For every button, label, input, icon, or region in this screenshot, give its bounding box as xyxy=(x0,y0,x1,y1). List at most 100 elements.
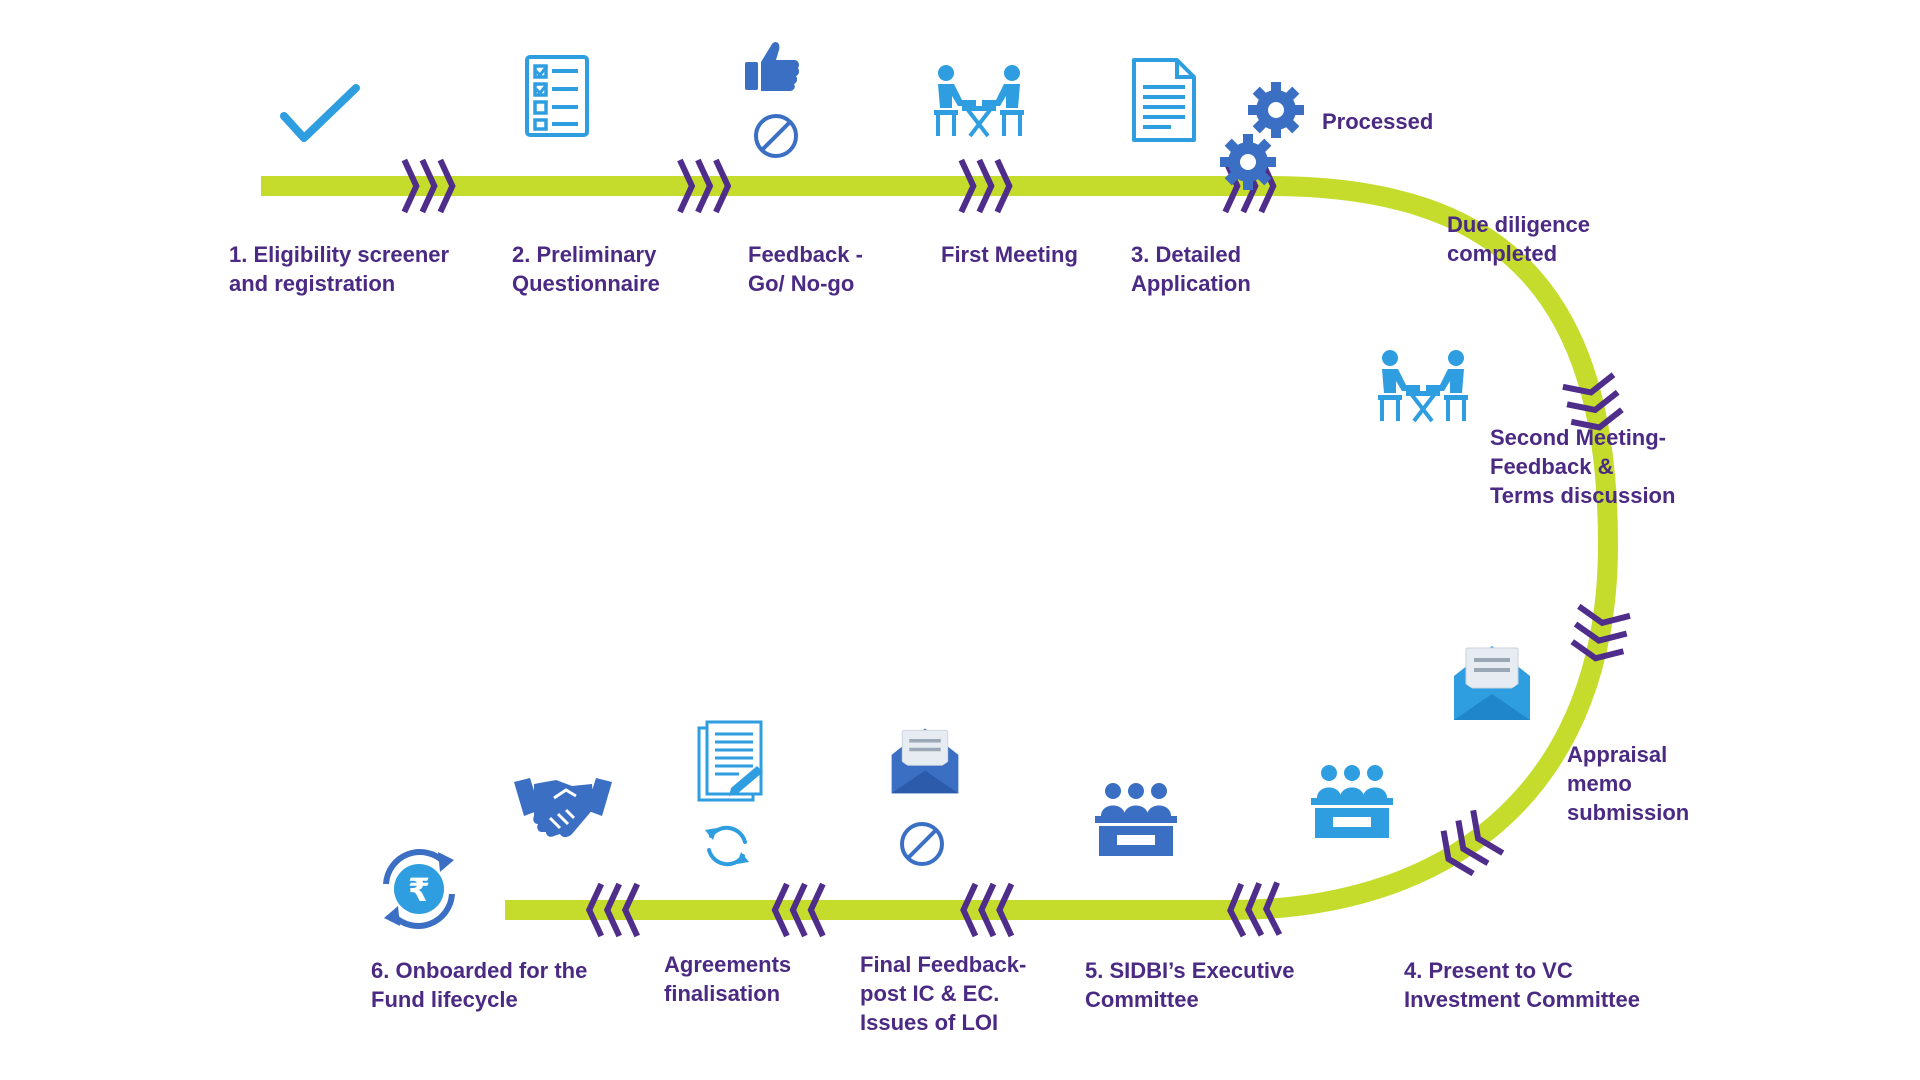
no-go-icon-final xyxy=(900,822,944,866)
label-line: 5. SIDBI’s Executive xyxy=(1085,958,1295,983)
label-line: completed xyxy=(1447,241,1558,266)
label-line: Issues of LOI xyxy=(860,1010,999,1035)
step-label-appraisal: Appraisal memo submission xyxy=(1567,740,1689,827)
open-mail-icon-final xyxy=(891,728,959,794)
label-line: Terms discussion xyxy=(1490,483,1676,508)
thumbs-up-icon xyxy=(745,42,800,91)
chevron-stroke xyxy=(958,158,977,214)
chevron-stroke xyxy=(996,882,1015,938)
label-line: Investment Committee xyxy=(1404,987,1640,1012)
chevron-stroke xyxy=(621,882,640,938)
step-label-final-feedback: Final Feedback- post IC & EC. Issues of … xyxy=(860,950,1026,1037)
label-line: Questionnaire xyxy=(512,271,660,296)
chevron-stroke xyxy=(1470,809,1505,856)
step-label-eligibility: 1. Eligibility screener and registration xyxy=(229,240,449,298)
refresh-icon xyxy=(705,825,749,867)
meeting-icon-second xyxy=(1378,350,1468,423)
chevron-stroke xyxy=(1570,407,1624,431)
label-line: 2. Preliminary xyxy=(512,242,657,267)
step-label-second-meeting: Second Meeting- Feedback & Terms discuss… xyxy=(1490,423,1675,510)
chevron-stroke xyxy=(1573,621,1628,644)
chevron-stroke xyxy=(677,158,696,214)
step-label-first-meeting: First Meeting xyxy=(941,240,1078,269)
committee-icon-ec xyxy=(1095,783,1177,856)
chevron-marker xyxy=(958,158,1013,214)
committee-icon xyxy=(1311,765,1393,838)
chevron-stroke xyxy=(713,158,732,214)
step-label-onboarded: 6. Onboarded for the Fund lifecycle xyxy=(371,956,587,1014)
meeting-icon xyxy=(934,65,1024,138)
chevron-stroke xyxy=(603,882,622,938)
gears-icon xyxy=(1220,82,1304,190)
chevron-stroke xyxy=(978,882,997,938)
step-label-preliminary: 2. Preliminary Questionnaire xyxy=(512,240,660,298)
label-line: Processed xyxy=(1322,109,1434,134)
no-go-icon xyxy=(754,114,798,158)
chevron-stroke xyxy=(1262,881,1283,936)
label-line: Appraisal xyxy=(1567,742,1668,767)
chevron-stroke xyxy=(437,158,456,214)
chevron-stroke xyxy=(1245,882,1265,937)
chevron-stroke xyxy=(1566,389,1620,414)
checkmark-icon xyxy=(280,84,360,142)
chevron-marker xyxy=(771,882,826,938)
chevron-stroke xyxy=(695,158,714,214)
label-line: Agreements xyxy=(664,952,792,977)
label-line: 6. Onboarded for the xyxy=(371,958,588,983)
label-line: memo xyxy=(1567,771,1632,796)
chevron-marker xyxy=(401,158,456,214)
checklist-icon xyxy=(525,55,589,137)
agreement-doc-icon xyxy=(697,720,763,802)
track-line xyxy=(261,176,1619,920)
label-line: Feedback & xyxy=(1490,454,1614,479)
chevron-marker xyxy=(1440,809,1505,877)
chevron-stroke xyxy=(994,158,1013,214)
step-label-processed: Processed xyxy=(1322,107,1433,136)
chevron-stroke xyxy=(1227,882,1247,938)
chevron-stroke xyxy=(419,158,438,214)
rupee-cycle-icon: ₹ xyxy=(383,849,455,929)
step-label-present-vc: 4. Present to VC Investment Committee xyxy=(1404,956,1640,1014)
open-mail-icon xyxy=(1454,646,1530,720)
label-line: Due diligence xyxy=(1447,212,1591,237)
chevron-marker xyxy=(1562,372,1624,431)
chevron-stroke xyxy=(771,882,790,938)
chevron-stroke xyxy=(807,882,826,938)
step-label-feedback-go: Feedback - Go/ No-go xyxy=(748,240,863,298)
label-line: 4. Present to VC xyxy=(1404,958,1573,983)
label-line: Go/ No-go xyxy=(748,271,855,296)
label-line: 3. Detailed xyxy=(1131,242,1242,267)
label-line: finalisation xyxy=(664,981,781,1006)
chevron-stroke xyxy=(960,882,979,938)
chevron-stroke xyxy=(1455,820,1490,866)
chevron-stroke xyxy=(976,158,995,214)
chevron-marker xyxy=(960,882,1015,938)
chevron-stroke xyxy=(401,158,420,214)
step-label-detailed-app: 3. Detailed Application xyxy=(1131,240,1251,298)
label-line: Fund lifecycle xyxy=(371,987,518,1012)
step-label-sidbi-ec: 5. SIDBI’s Executive Committee xyxy=(1085,956,1295,1014)
label-line: Second Meeting- xyxy=(1490,425,1667,450)
label-line: Feedback - xyxy=(748,242,863,267)
chevron-marker xyxy=(585,882,640,938)
chevron-marker xyxy=(1570,603,1631,662)
label-line: submission xyxy=(1567,800,1690,825)
handshake-icon xyxy=(514,778,612,837)
label-line: Final Feedback- xyxy=(860,952,1027,977)
label-line: 1. Eligibility screener xyxy=(229,242,450,267)
chevron-stroke xyxy=(789,882,808,938)
label-line: post IC & EC. xyxy=(860,981,1000,1006)
document-icon xyxy=(1132,58,1196,142)
step-label-agreements: Agreements finalisation xyxy=(664,950,791,1008)
chevron-stroke xyxy=(1562,372,1616,396)
label-line: and registration xyxy=(229,271,396,296)
chevron-stroke xyxy=(1570,639,1625,662)
step-label-due-diligence: Due diligence completed xyxy=(1447,210,1590,268)
chevron-marker xyxy=(677,158,732,214)
svg-text:₹: ₹ xyxy=(408,871,430,909)
label-line: First Meeting xyxy=(941,242,1078,267)
label-line: Application xyxy=(1131,271,1251,296)
chevron-stroke xyxy=(1577,603,1631,627)
